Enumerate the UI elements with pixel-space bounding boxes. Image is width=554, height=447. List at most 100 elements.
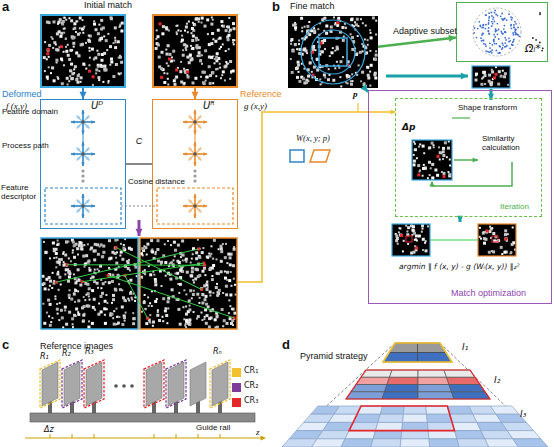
speckle-dot — [91, 289, 94, 292]
speckle-dot — [232, 39, 234, 41]
subset-point — [502, 44, 504, 46]
speckle-dot — [120, 61, 123, 64]
speckle-dot — [414, 148, 417, 151]
speckle-dot — [109, 64, 111, 66]
speckle-dot — [155, 251, 157, 253]
speckle-dot — [121, 258, 124, 261]
speckle-dot — [225, 285, 228, 288]
speckle-dot — [133, 317, 136, 320]
speckle-dot — [88, 287, 91, 290]
arrow-head — [91, 120, 95, 123]
speckle-dot — [227, 26, 230, 29]
subset-point — [496, 50, 498, 52]
pyramid-cell — [450, 414, 477, 422]
speckle-dot — [402, 250, 404, 252]
speckle-dot — [229, 60, 232, 63]
speckle-dot — [57, 78, 59, 80]
process-path — [195, 134, 196, 142]
pyramid-cell — [452, 392, 491, 399]
arrow-head — [198, 200, 202, 204]
feature-point — [504, 238, 507, 241]
speckle-dot — [145, 308, 147, 310]
speckle-dot — [412, 225, 415, 228]
ellipsis-dot — [114, 384, 118, 388]
pyramid-cell — [312, 439, 346, 447]
speckle-dot — [57, 271, 59, 273]
speckle-dot — [111, 313, 114, 316]
speckle-dot — [171, 56, 173, 58]
speckle-dot — [56, 244, 58, 246]
speckle-dot — [162, 297, 165, 300]
subset-point — [513, 27, 515, 29]
speckle-dot — [183, 82, 186, 85]
reference-plate — [146, 362, 162, 406]
speckle-dot — [114, 39, 116, 41]
speckle-dot — [68, 270, 71, 273]
speckle-dot — [64, 273, 66, 275]
speckle-dot — [410, 252, 413, 255]
speckle-dot — [95, 72, 97, 74]
feature-point — [443, 175, 446, 178]
speckle-dot — [173, 259, 175, 261]
speckle-dot — [98, 70, 100, 72]
speckle-dot — [44, 70, 46, 72]
speckle-dot — [302, 77, 305, 80]
speckle-dot — [220, 270, 223, 273]
speckle-dot — [332, 47, 334, 49]
speckle-dot — [128, 259, 130, 261]
speckle-dot — [226, 26, 228, 28]
subset-point — [504, 25, 506, 27]
speckle-dot — [166, 322, 168, 324]
speckle-dot — [482, 232, 485, 235]
speckle-dot — [191, 39, 194, 42]
speckle-dot — [416, 157, 418, 159]
speckle-dot — [210, 253, 212, 255]
arrow-head — [71, 204, 75, 207]
speckle-dot — [77, 74, 80, 77]
speckle-dot — [232, 22, 235, 25]
speckle-dot — [85, 294, 87, 296]
speckle-dot — [69, 49, 72, 52]
speckle-dot — [228, 299, 230, 301]
speckle-dot — [200, 76, 202, 78]
subset-point — [499, 52, 501, 54]
pyramid-cell — [387, 377, 418, 384]
speckle-dot — [190, 262, 192, 264]
speckle-dot — [151, 251, 154, 254]
speckle-dot — [129, 279, 132, 282]
speckle-dot — [198, 255, 201, 258]
arrow-head — [193, 130, 196, 134]
image-frame — [392, 224, 430, 256]
subset-point — [505, 39, 507, 41]
speckle-dot — [113, 42, 115, 44]
warp-icon — [310, 150, 330, 162]
speckle-dot — [448, 173, 451, 176]
speckle-dot — [208, 326, 211, 329]
arrow-head — [198, 148, 202, 152]
speckle-dot — [221, 308, 224, 311]
speckle-dot — [75, 308, 78, 311]
arrow-head — [80, 92, 87, 99]
subset-point — [500, 30, 502, 32]
speckle-dot — [307, 80, 309, 82]
speckle-dot — [79, 284, 82, 287]
speckle-dot — [292, 50, 295, 53]
speckle-dot — [104, 300, 107, 303]
speckle-dot — [73, 314, 76, 317]
node-text: Iteration — [500, 203, 529, 212]
legend-swatch — [232, 383, 241, 392]
speckle-dot — [93, 59, 95, 61]
speckle-dot — [101, 59, 104, 62]
speckle-dot — [291, 71, 294, 74]
node-picture — [154, 16, 236, 86]
speckle-dot — [221, 249, 223, 251]
pyramid-cell — [328, 414, 357, 422]
speckle-dot — [108, 281, 111, 284]
speckle-dot — [67, 241, 69, 243]
feature-point — [92, 75, 95, 78]
speckle-dot — [60, 58, 63, 61]
speckle-dot — [77, 81, 80, 84]
speckle-dot — [429, 174, 431, 176]
speckle-dot — [500, 246, 503, 249]
subset-point — [504, 18, 506, 20]
